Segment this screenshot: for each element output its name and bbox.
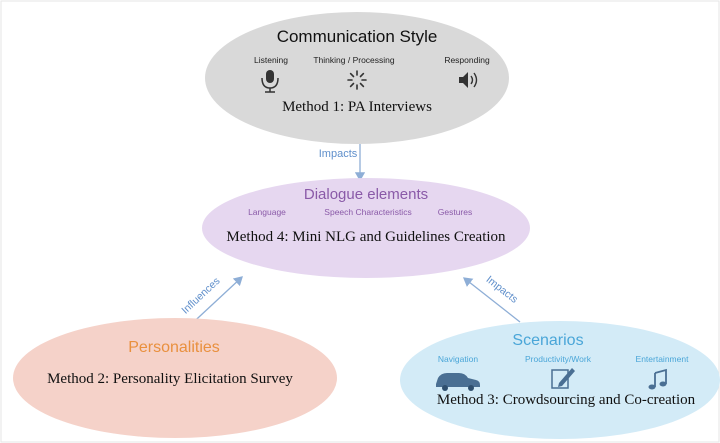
communication-style-title: Communication Style (277, 27, 438, 46)
arrow-impacts-right (462, 277, 521, 323)
loading-spinner-icon (347, 70, 367, 90)
personalities-title: Personalities (128, 339, 220, 356)
communication-style-ellipse (205, 12, 509, 144)
method-3-label: Method 3: Crowdsourcing and Co-creation (437, 392, 696, 408)
language-label: Language (248, 207, 286, 217)
productivity-work-label: Productivity/Work (525, 354, 592, 364)
microphone-icon (261, 70, 279, 93)
entertainment-label: Entertainment (636, 354, 690, 364)
dialogue-elements-title: Dialogue elements (304, 186, 428, 203)
responding-label: Responding (444, 55, 490, 65)
dialogue-elements-ellipse (202, 178, 530, 278)
method-2-label: Method 2: Personality Elicitation Survey (47, 371, 293, 387)
listening-label: Listening (254, 55, 288, 65)
car-icon (436, 373, 480, 391)
method-4-label: Method 4: Mini NLG and Guidelines Creati… (226, 229, 506, 245)
speaker-icon (459, 72, 478, 88)
arrow-label-influences: Influences (179, 275, 222, 316)
music-note-icon (648, 368, 667, 390)
navigation-label: Navigation (438, 354, 478, 364)
gestures-label: Gestures (438, 207, 473, 217)
thinking-label: Thinking / Processing (313, 55, 395, 65)
speech-characteristics-label: Speech Characteristics (324, 207, 411, 217)
arrow-label-impacts-top: Impacts (319, 148, 358, 160)
personalities-ellipse (13, 318, 337, 438)
arrow-label-impacts-right: Impacts (484, 274, 520, 306)
scenarios-ellipse (400, 321, 720, 439)
edit-note-icon (551, 368, 575, 389)
scenarios-title: Scenarios (512, 332, 583, 349)
method-1-label: Method 1: PA Interviews (282, 99, 432, 115)
